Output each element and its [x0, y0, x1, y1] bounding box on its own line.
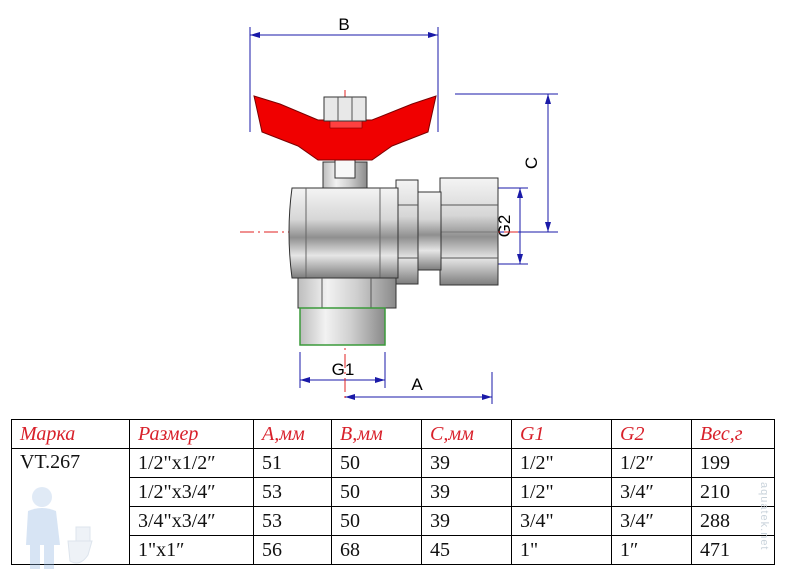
header-g2: G2 — [611, 419, 692, 449]
cell-a: 53 — [253, 477, 332, 507]
cell-c: 39 — [421, 506, 512, 536]
header-brand: Марка — [11, 419, 130, 449]
cell-c: 39 — [421, 477, 512, 507]
table-row: 3/4"x3/4″ 53 50 39 3/4" 3/4″ 288 — [12, 506, 775, 536]
dimension-c: C — [455, 93, 558, 233]
cell-g2: 3/4″ — [611, 477, 692, 507]
brand-cell: VT.267 — [11, 448, 130, 569]
cell-a: 56 — [253, 535, 332, 565]
valve-drawing: B C G2 G1 A — [240, 15, 558, 404]
cell-g1: 3/4" — [511, 506, 612, 536]
cell-g1: 1" — [511, 535, 612, 565]
cell-weight: 210 — [691, 477, 775, 507]
brand-label: VT.267 — [20, 451, 81, 473]
dimension-b: B — [249, 15, 439, 132]
spec-table: Марка Размер А,мм В,мм С,мм G1 G2 Вес,г … — [11, 419, 775, 569]
dim-g1-label: G1 — [332, 360, 355, 379]
cell-c: 39 — [421, 448, 512, 478]
cell-size: 1"x1″ — [129, 535, 254, 565]
cell-c: 45 — [421, 535, 512, 565]
plumber-watermark-icon — [26, 487, 93, 569]
cell-g1: 1/2" — [511, 477, 612, 507]
cell-g2: 3/4″ — [611, 506, 692, 536]
dim-b-label: B — [338, 15, 349, 34]
cell-g1: 1/2" — [511, 448, 612, 478]
cell-weight: 288 — [691, 506, 775, 536]
dimension-a: A — [345, 372, 493, 404]
butterfly-handle — [253, 95, 437, 161]
header-g1: G1 — [511, 419, 612, 449]
dimension-g2: G2 — [495, 187, 528, 265]
cell-a: 53 — [253, 506, 332, 536]
cell-b: 50 — [331, 477, 422, 507]
table-row: VT.267 1/2"x1/2″ 51 50 39 1/2" 1/2″ 199 — [11, 448, 775, 569]
header-a: А,мм — [253, 419, 332, 449]
cell-b: 68 — [331, 535, 422, 565]
cell-size: 3/4"x3/4″ — [129, 506, 254, 536]
table-header-row: Марка Размер А,мм В,мм С,мм G1 G2 Вес,г — [11, 419, 775, 449]
cell-weight: 471 — [691, 535, 775, 565]
valve-body — [288, 149, 499, 346]
dim-c-label: C — [522, 157, 541, 169]
table-row: 1/2"x3/4″ 53 50 39 1/2" 3/4″ 210 — [12, 477, 775, 507]
site-watermark: aquatek.net — [758, 482, 770, 551]
dimension-g1: G1 — [299, 352, 386, 388]
cell-size: 1/2"x1/2″ — [129, 448, 254, 478]
cell-b: 50 — [331, 448, 422, 478]
dim-a-label: A — [411, 375, 423, 394]
cell-weight: 199 — [691, 448, 775, 478]
cell-size: 1/2"x3/4″ — [129, 477, 254, 507]
cell-g2: 1/2″ — [611, 448, 692, 478]
table-row: 1"x1″ 56 68 45 1" 1″ 471 — [12, 535, 775, 565]
header-c: С,мм — [421, 419, 512, 449]
cell-a: 51 — [253, 448, 332, 478]
header-weight: Вес,г — [691, 419, 775, 449]
header-b: В,мм — [331, 419, 422, 449]
cell-b: 50 — [331, 506, 422, 536]
cell-g2: 1″ — [611, 535, 692, 565]
header-size: Размер — [129, 419, 254, 449]
